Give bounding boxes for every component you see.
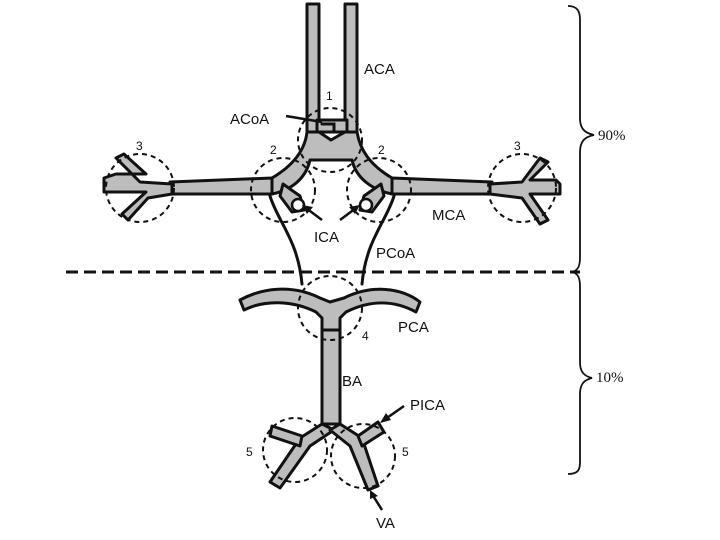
right-brace: [567, 5, 595, 475]
ica-stumps: [278, 182, 386, 214]
site-number-5-right: 5: [402, 445, 409, 459]
site-circle-2-left: [250, 157, 316, 223]
aca-vessels: [305, 2, 359, 134]
site-number-3-left: 3: [136, 139, 143, 153]
anterior-hub: [270, 130, 394, 196]
site-number-5-left: 5: [246, 445, 253, 459]
acoa-label: ACoA: [230, 111, 269, 128]
anterior-percentage: 90%: [598, 128, 626, 144]
pointer-arrows: [285, 114, 405, 511]
ica-label: ICA: [314, 229, 339, 246]
aca-label: ACA: [364, 61, 395, 78]
pca-vessels: [238, 287, 422, 332]
va-pica-vessels: [268, 420, 386, 492]
ba-vessel: [320, 328, 342, 426]
right-mca-bifurcation: [488, 156, 562, 226]
site-circle-5-left: [262, 417, 328, 483]
mca-vessels: [168, 176, 494, 196]
site-number-3-right: 3: [514, 139, 521, 153]
aneurysm-site-circles: [105, 107, 557, 489]
site-number-2-right: 2: [378, 143, 385, 157]
site-circle-2-right: [346, 157, 412, 223]
site-circle-3-right: [487, 153, 557, 223]
pca-label: PCA: [398, 319, 429, 336]
mca-label: MCA: [432, 207, 465, 224]
site-circle-4: [297, 275, 363, 341]
va-label: VA: [376, 515, 395, 532]
site-number-2-left: 2: [270, 143, 277, 157]
posterior-percentage: 10%: [596, 370, 624, 386]
site-circle-1: [297, 107, 363, 173]
pcoa-label: PCoA: [376, 245, 415, 262]
site-number-4: 4: [362, 329, 369, 343]
pica-label: PICA: [410, 397, 445, 414]
site-circle-3-left: [105, 153, 175, 223]
site-circle-5-right: [330, 423, 396, 489]
ba-label: BA: [342, 373, 362, 390]
left-mca-bifurcation: [102, 152, 174, 222]
site-number-1: 1: [326, 89, 333, 103]
